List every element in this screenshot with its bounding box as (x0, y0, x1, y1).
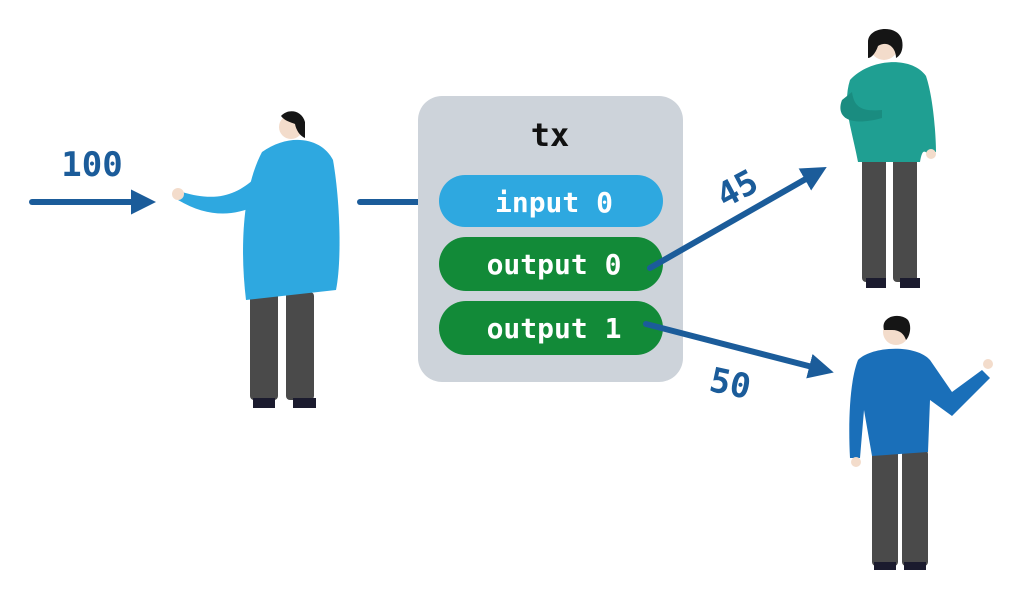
recipient-bottom-person (849, 315, 993, 570)
tx-title: tx (531, 116, 570, 154)
input-0-pill (439, 175, 663, 227)
output-1-amount-label: 50 (706, 360, 754, 408)
output-1-arrow (643, 321, 834, 379)
output-1-label: output 1 (487, 312, 622, 345)
recipient-top-person (840, 28, 936, 288)
input-0-label: input 0 (495, 186, 613, 219)
output-1-pill (439, 301, 663, 355)
sender-person (172, 111, 340, 408)
output-0-arrow (647, 166, 827, 271)
output-0-label: output 0 (487, 248, 622, 281)
incoming-amount-label: 100 (61, 145, 122, 185)
output-0-pill (439, 237, 663, 291)
